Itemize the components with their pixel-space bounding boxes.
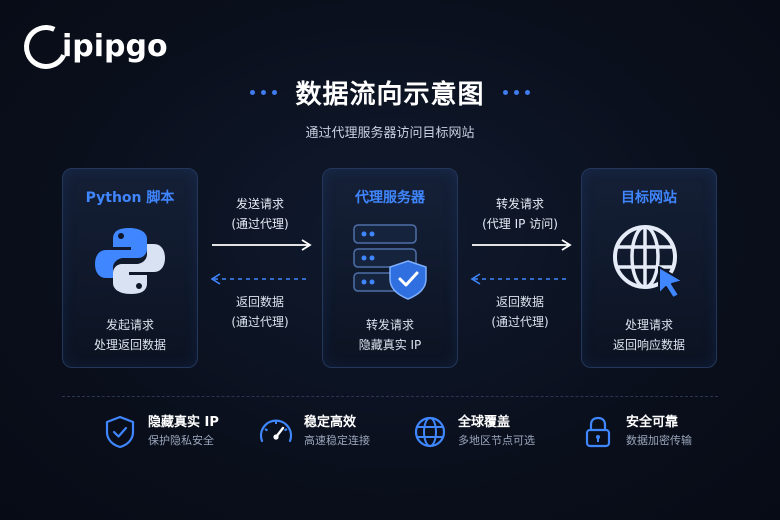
feature-stable: 稳定高效 高速稳定连接 xyxy=(258,414,370,450)
globe-cursor-icon xyxy=(582,221,716,301)
shield-check-icon xyxy=(102,414,138,450)
flow-label-forward: 转发请求 (代理 IP 访问) xyxy=(466,194,574,234)
title-dots-right xyxy=(502,90,530,95)
flow-label-line: 发送请求 xyxy=(235,197,284,211)
feature-global: 全球覆盖 多地区节点可选 xyxy=(412,414,535,450)
node-desc-line: 返回响应数据 xyxy=(612,338,685,352)
feature-hide-ip: 隐藏真实 IP 保护隐私安全 xyxy=(102,414,219,450)
node-description: 处理请求 返回响应数据 xyxy=(582,315,716,355)
flow-label-return: 返回数据 (通过代理) xyxy=(210,292,310,332)
feature-subtitle: 高速稳定连接 xyxy=(304,434,370,447)
flow-label-return: 返回数据 (通过代理) xyxy=(470,292,570,332)
flow-label-line: 返回数据 xyxy=(235,295,284,309)
brand-name: ipipgo xyxy=(62,29,168,64)
feature-secure: 安全可靠 数据加密传输 xyxy=(580,414,692,450)
feature-title: 稳定高效 xyxy=(304,415,357,430)
lock-icon xyxy=(580,414,616,450)
feature-title: 全球覆盖 xyxy=(458,415,511,430)
node-title: 代理服务器 xyxy=(355,190,425,206)
arrow-forward-right xyxy=(472,239,572,251)
flow-label-line: (通过代理) xyxy=(231,217,289,231)
node-description: 转发请求 隐藏真实 IP xyxy=(323,315,457,355)
feature-subtitle: 多地区节点可选 xyxy=(458,434,535,447)
title-dots-left xyxy=(250,90,278,95)
node-desc-line: 处理返回数据 xyxy=(93,338,166,352)
node-title: Python 脚本 xyxy=(85,190,175,206)
python-icon xyxy=(63,221,197,301)
globe-icon xyxy=(412,414,448,450)
node-proxy-server: 代理服务器 转发请求 隐藏真实 IP xyxy=(322,168,458,368)
flow-label-line: 转发请求 xyxy=(495,197,544,211)
brand-logo: ipipgo xyxy=(17,18,168,76)
page-title: 数据流向示意图 xyxy=(295,80,485,110)
feature-title: 安全可靠 xyxy=(626,415,679,430)
feature-title: 隐藏真实 IP xyxy=(148,415,219,430)
arrow-back-right xyxy=(470,273,570,285)
logo-ring-icon xyxy=(17,18,75,76)
feature-subtitle: 保护隐私安全 xyxy=(148,434,214,447)
node-title: 目标网站 xyxy=(621,190,677,206)
feature-subtitle: 数据加密传输 xyxy=(626,434,692,447)
flow-label-line: (代理 IP 访问) xyxy=(482,217,558,231)
node-desc-line: 发起请求 xyxy=(105,318,154,332)
page-subtitle: 通过代理服务器访问目标网站 xyxy=(305,126,475,141)
title-row: 数据流向示意图 xyxy=(0,74,780,111)
node-desc-line: 转发请求 xyxy=(365,318,414,332)
arrow-back-left xyxy=(210,273,310,285)
node-python-script: Python 脚本 发起请求 处理返回数据 xyxy=(62,168,198,368)
arrow-forward-left xyxy=(212,239,312,251)
flow-label-line: (通过代理) xyxy=(491,315,549,329)
node-target-website: 目标网站 处理请求 返回响应数据 xyxy=(581,168,717,368)
node-desc-line: 隐藏真实 IP xyxy=(358,338,422,352)
section-divider xyxy=(62,396,718,397)
node-desc-line: 处理请求 xyxy=(624,318,673,332)
flow-label-line: 返回数据 xyxy=(495,295,544,309)
node-description: 发起请求 处理返回数据 xyxy=(63,315,197,355)
speedometer-icon xyxy=(258,414,294,450)
flow-label-send: 发送请求 (通过代理) xyxy=(210,194,310,234)
server-shield-icon xyxy=(323,221,457,301)
flow-label-line: (通过代理) xyxy=(231,315,289,329)
